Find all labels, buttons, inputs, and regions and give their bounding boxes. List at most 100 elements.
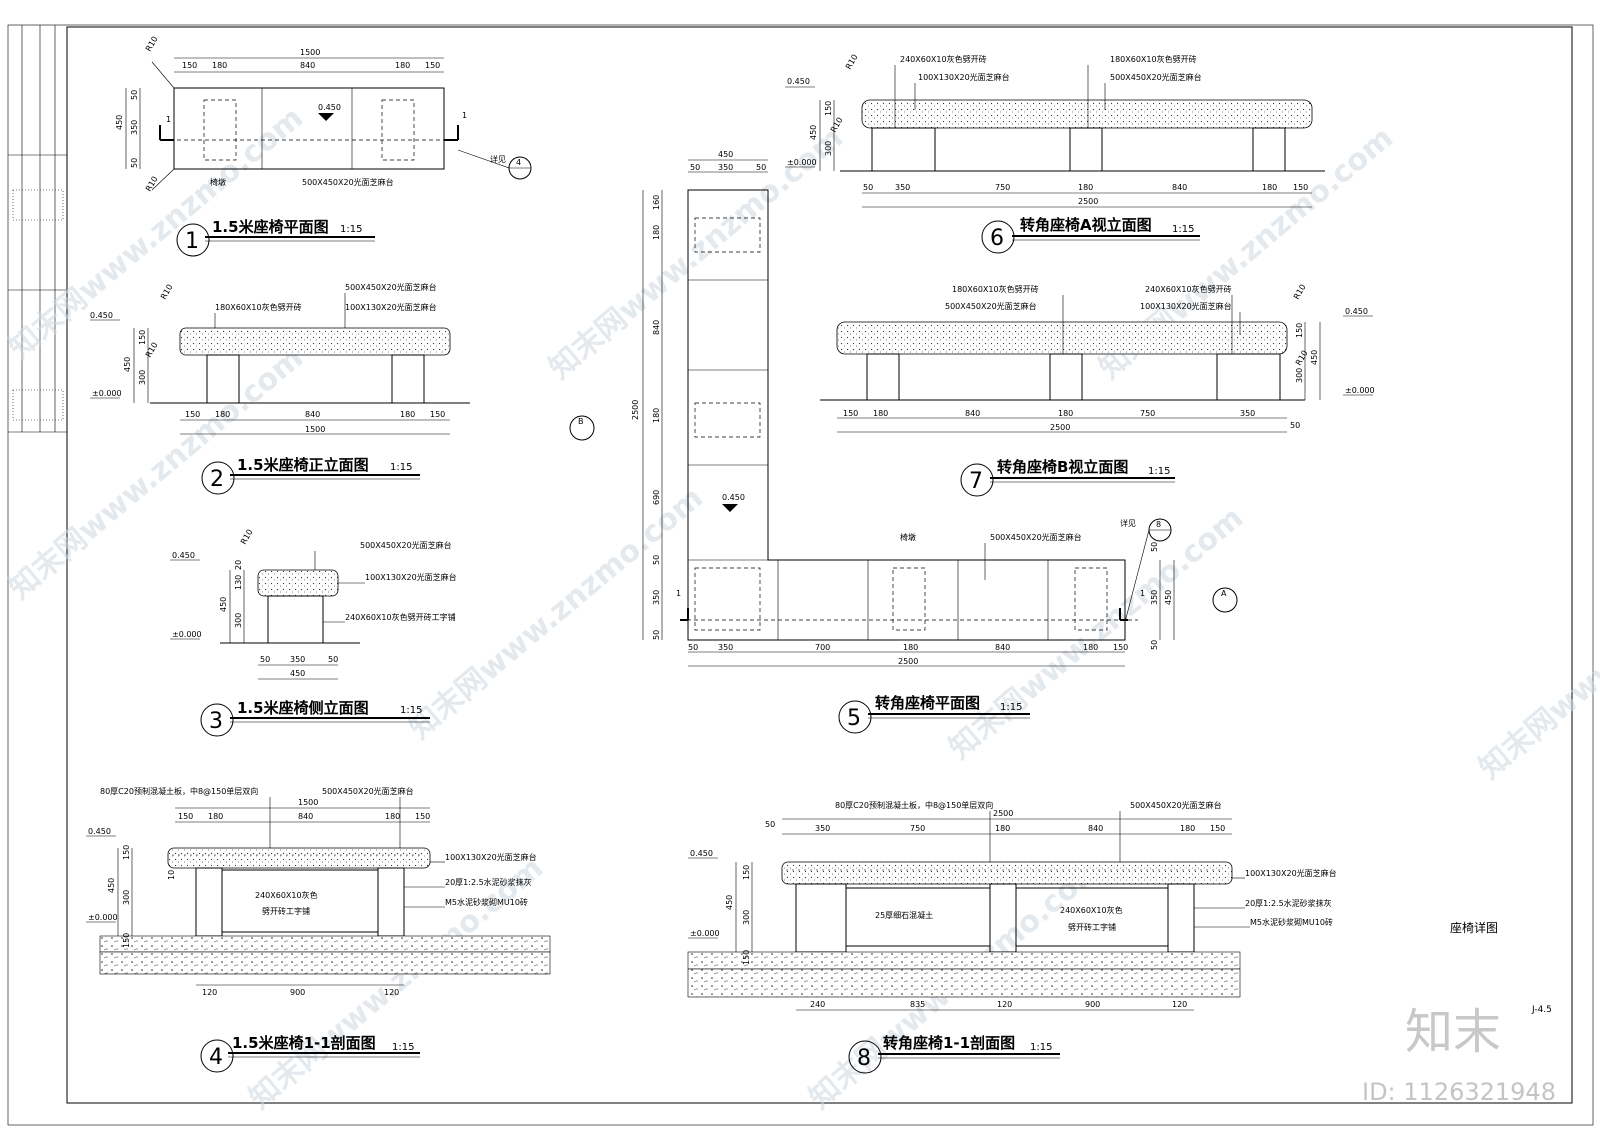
svg-text:50: 50 — [328, 655, 338, 664]
svg-text:180: 180 — [212, 61, 227, 70]
drawing-title-1: 1 1.5米座椅平面图 1:15 — [176, 218, 375, 257]
svg-text:350: 350 — [130, 120, 139, 135]
svg-text:180: 180 — [652, 408, 661, 423]
svg-text:1:15: 1:15 — [400, 705, 422, 716]
svg-text:450: 450 — [1310, 350, 1319, 365]
svg-text:B: B — [578, 417, 584, 426]
svg-text:180: 180 — [385, 812, 400, 821]
sheet-border-inner — [66, 26, 1573, 1104]
svg-text:0.450: 0.450 — [1345, 307, 1368, 316]
svg-text:300: 300 — [122, 890, 131, 905]
svg-text:500X450X20光面芝麻台: 500X450X20光面芝麻台 — [1130, 800, 1222, 810]
svg-text:150: 150 — [415, 812, 430, 821]
svg-text:2500: 2500 — [993, 809, 1013, 818]
svg-text:350: 350 — [815, 824, 830, 833]
svg-text:840: 840 — [1172, 183, 1187, 192]
svg-text:0.450: 0.450 — [722, 493, 745, 502]
svg-text:240X60X10灰色劈开砖工字铺: 240X60X10灰色劈开砖工字铺 — [345, 612, 456, 622]
svg-text:100X130X20光面芝麻台: 100X130X20光面芝麻台 — [445, 852, 537, 862]
svg-text:R10: R10 — [159, 283, 175, 301]
svg-text:450: 450 — [809, 125, 818, 140]
svg-text:450: 450 — [115, 115, 124, 130]
svg-text:500X450X20光面芝麻台: 500X450X20光面芝麻台 — [1110, 72, 1202, 82]
svg-text:240X60X10灰色劈开砖: 240X60X10灰色劈开砖 — [900, 54, 987, 64]
drawing-2-front-elevation: 180X60X10灰色劈开砖 500X450X20光面芝麻台 100X130X2… — [90, 282, 470, 435]
svg-text:180: 180 — [208, 812, 223, 821]
svg-text:150: 150 — [430, 410, 445, 419]
svg-text:840: 840 — [300, 61, 315, 70]
svg-text:450: 450 — [290, 669, 305, 678]
svg-text:700: 700 — [815, 643, 830, 652]
svg-text:±0.000: ±0.000 — [787, 158, 817, 167]
svg-text:25厚细石混凝土: 25厚细石混凝土 — [875, 910, 933, 920]
svg-text:±0.000: ±0.000 — [88, 913, 118, 922]
svg-text:2500: 2500 — [1078, 197, 1098, 206]
svg-text:±0.000: ±0.000 — [1345, 386, 1375, 395]
svg-text:900: 900 — [290, 988, 305, 997]
svg-text:转角座椅平面图: 转角座椅平面图 — [875, 694, 980, 712]
svg-text:R10: R10 — [144, 35, 160, 53]
svg-text:R10: R10 — [1294, 349, 1310, 367]
svg-text:R10: R10 — [144, 175, 160, 193]
drawing-title-7: 7 转角座椅B视立面图 1:15 — [960, 458, 1175, 497]
svg-text:300: 300 — [742, 910, 751, 925]
drawing-8-section: 25厚细石混凝土 240X60X10灰色 劈开砖工字铺 80厚C20预制混凝土板… — [687, 800, 1337, 1011]
svg-text:1.5米座椅侧立面图: 1.5米座椅侧立面图 — [237, 699, 369, 717]
svg-text:50: 50 — [1150, 542, 1159, 552]
svg-text:180: 180 — [1078, 183, 1093, 192]
svg-text:100X130X20光面芝麻台: 100X130X20光面芝麻台 — [918, 72, 1010, 82]
svg-text:转角座椅A视立面图: 转角座椅A视立面图 — [1020, 216, 1152, 234]
svg-text:0.450: 0.450 — [172, 551, 195, 560]
svg-text:1:15: 1:15 — [340, 224, 362, 235]
svg-text:50: 50 — [260, 655, 270, 664]
svg-text:180: 180 — [400, 410, 415, 419]
svg-text:350: 350 — [290, 655, 305, 664]
svg-text:1: 1 — [185, 229, 199, 254]
svg-text:840: 840 — [298, 812, 313, 821]
svg-text:20厚1:2.5水泥砂浆抹灰: 20厚1:2.5水泥砂浆抹灰 — [445, 877, 532, 887]
svg-text:R10: R10 — [239, 528, 255, 546]
sheet-number: J-4.5 — [1531, 1005, 1552, 1015]
svg-text:1500: 1500 — [298, 798, 318, 807]
svg-text:1:15: 1:15 — [1148, 466, 1170, 477]
left-title-strip — [8, 25, 67, 433]
svg-text:150: 150 — [425, 61, 440, 70]
svg-text:M5水泥砂浆砌MU10砖: M5水泥砂浆砌MU10砖 — [1250, 917, 1333, 927]
svg-text:180X60X10灰色劈开砖: 180X60X10灰色劈开砖 — [1110, 54, 1197, 64]
svg-text:150: 150 — [178, 812, 193, 821]
svg-text:150: 150 — [138, 330, 147, 345]
svg-text:8: 8 — [857, 1046, 871, 1071]
svg-text:100X130X20光面芝麻台: 100X130X20光面芝麻台 — [1245, 868, 1337, 878]
svg-text:劈开砖工字铺: 劈开砖工字铺 — [1068, 922, 1116, 932]
svg-text:300: 300 — [824, 141, 833, 156]
svg-text:150: 150 — [742, 865, 751, 880]
svg-text:50: 50 — [130, 90, 139, 100]
drawing-6-a-view-elevation: 240X60X10灰色劈开砖 100X130X20光面芝麻台 180X60X10… — [785, 53, 1325, 208]
svg-text:180: 180 — [652, 225, 661, 240]
svg-text:900: 900 — [1085, 1000, 1100, 1009]
svg-text:10: 10 — [167, 870, 176, 880]
svg-text:1:15: 1:15 — [1030, 1042, 1052, 1053]
svg-text:1:15: 1:15 — [392, 1042, 414, 1053]
svg-text:500X450X20光面芝麻台: 500X450X20光面芝麻台 — [990, 532, 1082, 542]
svg-text:180: 180 — [873, 409, 888, 418]
drawing-title-4: 4 1.5米座椅1-1剖面图 1:15 — [200, 1034, 420, 1073]
svg-text:840: 840 — [995, 643, 1010, 652]
svg-text:180: 180 — [1058, 409, 1073, 418]
svg-text:1: 1 — [166, 115, 171, 124]
svg-text:100X130X20光面芝麻台: 100X130X20光面芝麻台 — [345, 302, 437, 312]
svg-text:840: 840 — [652, 320, 661, 335]
svg-text:6: 6 — [990, 226, 1004, 251]
svg-text:350: 350 — [718, 163, 733, 172]
svg-text:1: 1 — [1140, 589, 1145, 598]
svg-text:180X60X10灰色劈开砖: 180X60X10灰色劈开砖 — [215, 302, 302, 312]
svg-text:450: 450 — [123, 357, 132, 372]
svg-text:100X130X20光面芝麻台: 100X130X20光面芝麻台 — [365, 572, 457, 582]
svg-text:180: 180 — [1262, 183, 1277, 192]
svg-text:150: 150 — [1295, 323, 1304, 338]
svg-text:2500: 2500 — [1050, 423, 1070, 432]
svg-text:750: 750 — [995, 183, 1010, 192]
svg-text:0.450: 0.450 — [690, 849, 713, 858]
svg-text:详见: 详见 — [1120, 518, 1136, 528]
svg-text:椅墩: 椅墩 — [900, 532, 916, 542]
